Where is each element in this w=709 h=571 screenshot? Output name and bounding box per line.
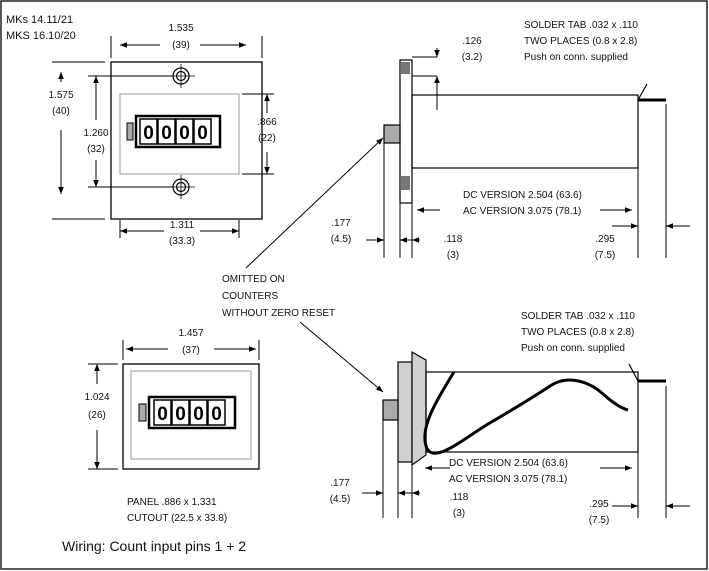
top-tab-in: .295 (595, 234, 615, 245)
bottom-front-digit: 0 (211, 404, 222, 425)
cutout-line-1: PANEL .886 x 1.331 (127, 497, 217, 508)
bottom-side-body (425, 371, 639, 453)
bottom-front-window (130, 370, 252, 460)
top-tab-mm: (7.5) (594, 250, 616, 261)
bottom-tab-mm: (7.5) (588, 515, 610, 526)
top-front-digit-box (139, 118, 158, 145)
top-window-width-in: 1.311 (169, 220, 195, 231)
bottom-front-digit-box (207, 399, 226, 426)
top-side-reset-button (383, 124, 401, 144)
bottom-panel-mm: (3) (452, 508, 466, 519)
top-side-dimensions (366, 48, 690, 258)
top-flange-mm: (3.2) (461, 52, 483, 63)
top-panel-mm: (3) (446, 250, 460, 261)
top-tab-note-1: SOLDER TAB .032 x .110 (524, 20, 638, 31)
bottom-side-wire (423, 371, 629, 455)
top-front-digit-box (157, 118, 176, 145)
top-panel-in: .118 (443, 234, 463, 245)
top-front-digit: 0 (143, 123, 154, 144)
top-tab-note-2: TWO PLACES (0.8 x 2.8) (524, 36, 638, 47)
bottom-height-mm: (26) (88, 410, 106, 421)
top-dc-version: DC VERSION 2.504 (63.6) (463, 190, 582, 201)
top-front-window (119, 93, 240, 175)
top-front-body (110, 61, 263, 220)
bottom-ac-version: AC VERSION 3.075 (78.1) (449, 474, 568, 485)
bottom-side-dimensions (362, 386, 690, 518)
top-hole-spacing-mm: (32) (87, 144, 105, 155)
top-side-body (411, 94, 639, 169)
top-front-digit-box (193, 118, 212, 145)
top-hole-spacing-in: 1.260 (83, 128, 109, 139)
bottom-front-reset-button (138, 403, 147, 422)
top-window-width-mm: (33.3) (168, 236, 196, 247)
bottom-front-dimensions (88, 340, 260, 470)
bottom-side-view (382, 350, 666, 467)
bottom-front-digit: 0 (157, 404, 168, 425)
top-front-digit: 0 (161, 123, 172, 144)
bottom-front-digit-box (189, 399, 208, 426)
bottom-tab-note-3: Push on conn. supplied (521, 343, 625, 354)
top-button-mm: (4.5) (330, 234, 352, 245)
bottom-front-digit-box (171, 399, 190, 426)
bottom-front-digit: 0 (175, 404, 186, 425)
omitted-note-line-1: OMITTED ON (222, 274, 285, 285)
bottom-tab-note-2: TWO PLACES (0.8 x 2.8) (521, 327, 635, 338)
top-front-reset-button (126, 122, 134, 141)
bottom-side-reset-button (382, 399, 399, 421)
bottom-tab-in: .295 (589, 499, 609, 510)
bottom-width-mm: (37) (182, 345, 200, 356)
top-side-flange-shade-bottom (401, 176, 410, 190)
top-width-in: 1.535 (168, 23, 194, 34)
top-height-mm: (40) (52, 106, 70, 117)
bottom-front-view (122, 363, 260, 470)
top-width-mm: (39) (172, 40, 190, 51)
top-front-digit: 0 (179, 123, 190, 144)
bottom-side-bezel (411, 350, 427, 467)
bottom-front-digit-box (153, 399, 172, 426)
bottom-dc-version: DC VERSION 2.504 (63.6) (449, 458, 568, 469)
top-flange-in: .126 (462, 36, 482, 47)
bottom-button-mm: (4.5) (329, 494, 351, 505)
bottom-side-panel (397, 361, 413, 463)
top-button-in: .177 (331, 218, 351, 229)
top-side-flange-shade-top (401, 62, 410, 74)
bottom-front-digit: 0 (193, 404, 204, 425)
bottom-tab-note-1: SOLDER TAB .032 x .110 (521, 311, 635, 322)
bottom-button-in: .177 (330, 478, 350, 489)
top-height-in: 1.575 (48, 90, 74, 101)
bottom-height-in: 1.024 (84, 392, 110, 403)
revision-line-2: MKS 16.10/20 (6, 30, 76, 42)
top-window-height-mm: (22) (258, 133, 276, 144)
omitted-note-line-2: COUNTERS (222, 291, 279, 302)
top-side-view (383, 59, 666, 204)
top-ac-version: AC VERSION 3.075 (78.1) (463, 206, 582, 217)
top-window-height-in: .866 (257, 117, 277, 128)
top-front-digit: 0 (197, 123, 208, 144)
bottom-width-in: 1.457 (178, 328, 204, 339)
bottom-front-body (122, 363, 260, 470)
top-front-counter-frame (134, 114, 222, 149)
note-leaders (245, 137, 384, 393)
bottom-panel-in: .118 (449, 492, 469, 503)
top-front-dimensions (52, 36, 274, 238)
top-tab-note-3: Push on conn. supplied (524, 52, 628, 63)
cutout-line-2: CUTOUT (22.5 x 33.8) (127, 513, 228, 524)
top-front-digit-box (175, 118, 194, 145)
wiring-note: Wiring: Count input pins 1 + 2 (62, 538, 247, 554)
omitted-note-line-3: WITHOUT ZERO RESET (222, 308, 336, 319)
revision-line-1: MKs 14.11/21 (6, 14, 74, 26)
bottom-front-counter-frame (147, 395, 237, 430)
